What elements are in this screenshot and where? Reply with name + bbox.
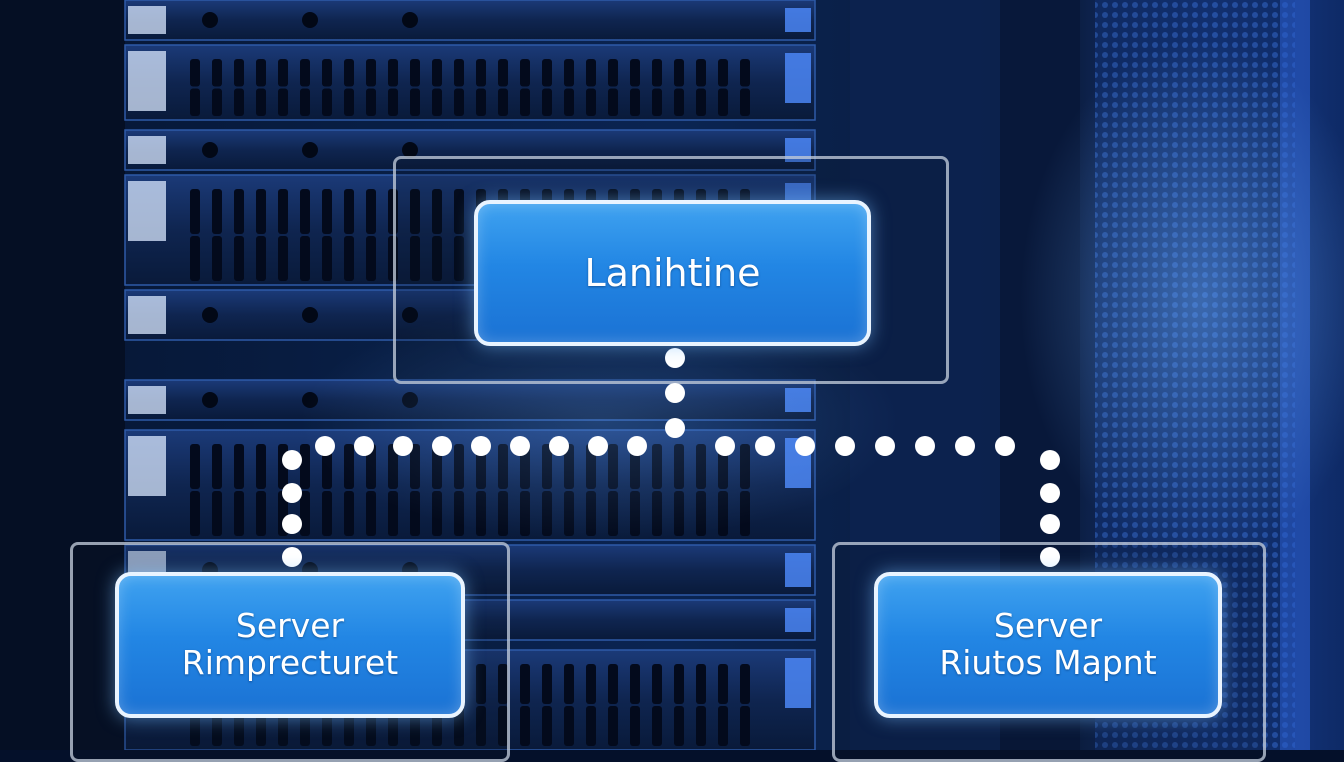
- node-left-label-line2: Rimprecturet: [181, 643, 399, 682]
- node-left-label-line1: Server: [235, 606, 345, 646]
- node-top[interactable]: Lanihtine: [474, 200, 871, 346]
- node-right[interactable]: Server Riutos Mapnt: [874, 572, 1222, 718]
- node-left[interactable]: Server Rimprecturet: [115, 572, 465, 718]
- node-top-label: Lanihtine: [584, 250, 761, 295]
- node-right-label-line1: Server: [993, 606, 1103, 646]
- node-right-label-line2: Riutos Mapnt: [939, 643, 1157, 682]
